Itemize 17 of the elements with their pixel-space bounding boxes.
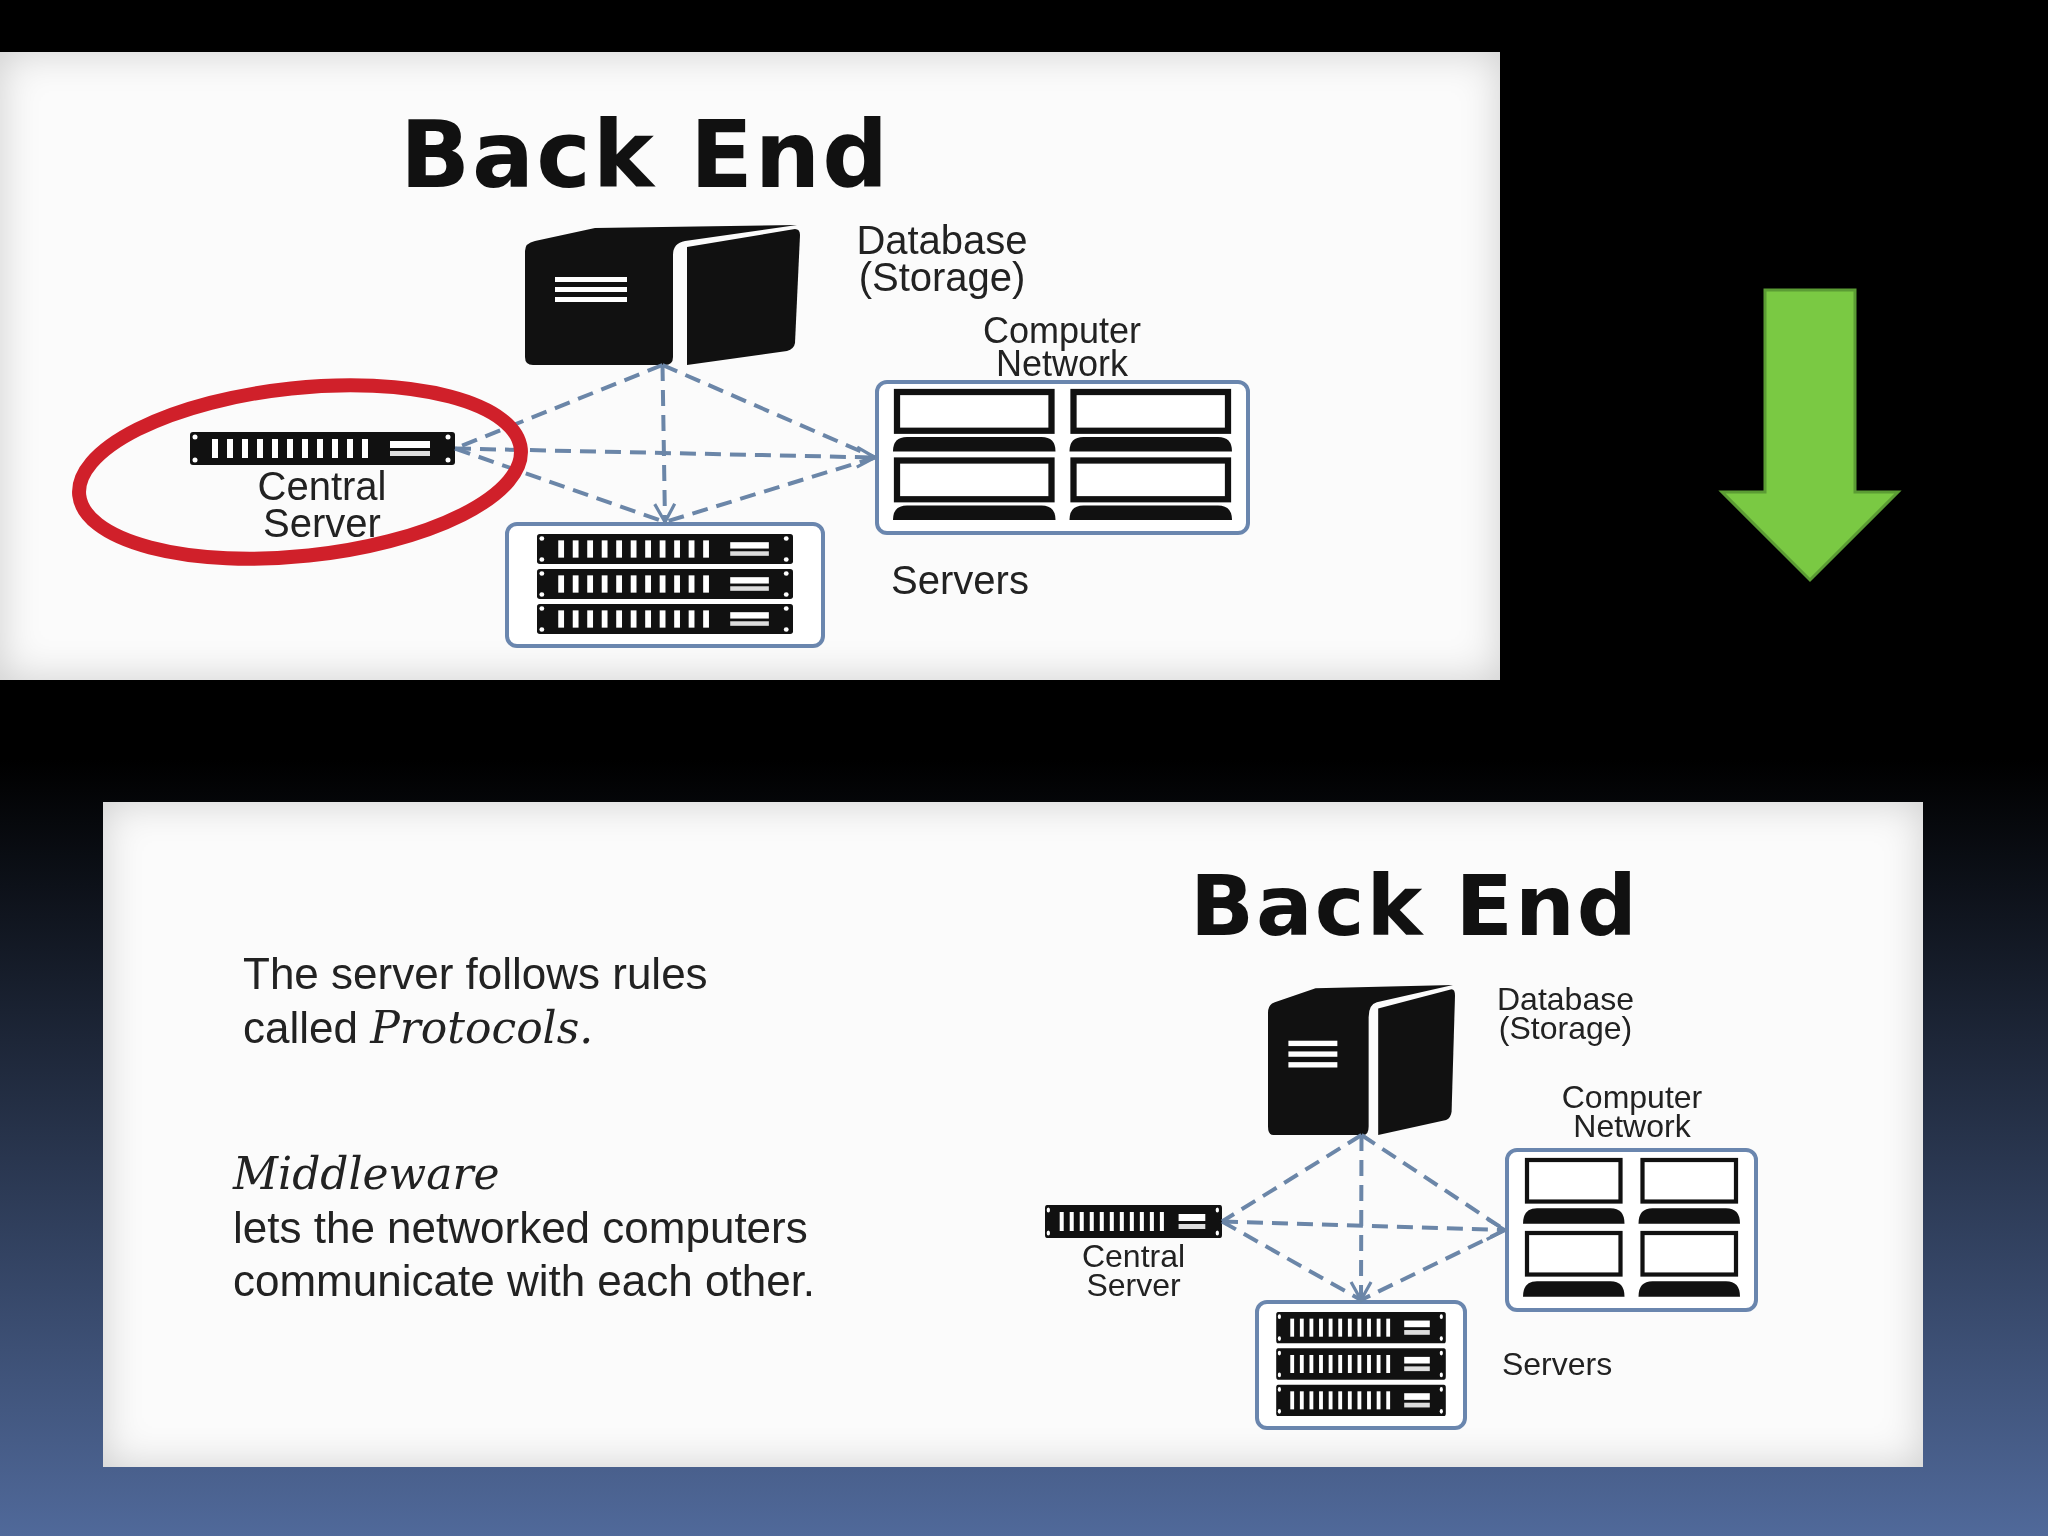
body-text: The server follows rules called Protocols. bbox=[243, 948, 709, 1055]
body-text: Middleware lets the networked computers communicate with each other. bbox=[233, 1147, 817, 1308]
dashed-connector bbox=[653, 364, 677, 524]
node-label: Central Server bbox=[256, 468, 388, 542]
node-label: Servers bbox=[890, 562, 1030, 599]
node-label: Servers bbox=[1500, 1350, 1614, 1380]
node-label: Computer Network bbox=[1560, 1083, 1704, 1142]
dashed-connector bbox=[1220, 1133, 1363, 1224]
slide-panel bbox=[0, 52, 1500, 680]
slide-title: Back End bbox=[1190, 864, 1639, 948]
node-label: Database (Storage) bbox=[1496, 985, 1635, 1044]
slide-title: Back End bbox=[400, 110, 891, 202]
dashed-connector bbox=[1360, 1228, 1506, 1302]
node-label: Central Server bbox=[1080, 1242, 1187, 1301]
dashed-connector bbox=[1221, 1219, 1362, 1302]
slide-panel bbox=[103, 802, 1923, 1467]
node-label: Computer Network bbox=[981, 314, 1143, 381]
